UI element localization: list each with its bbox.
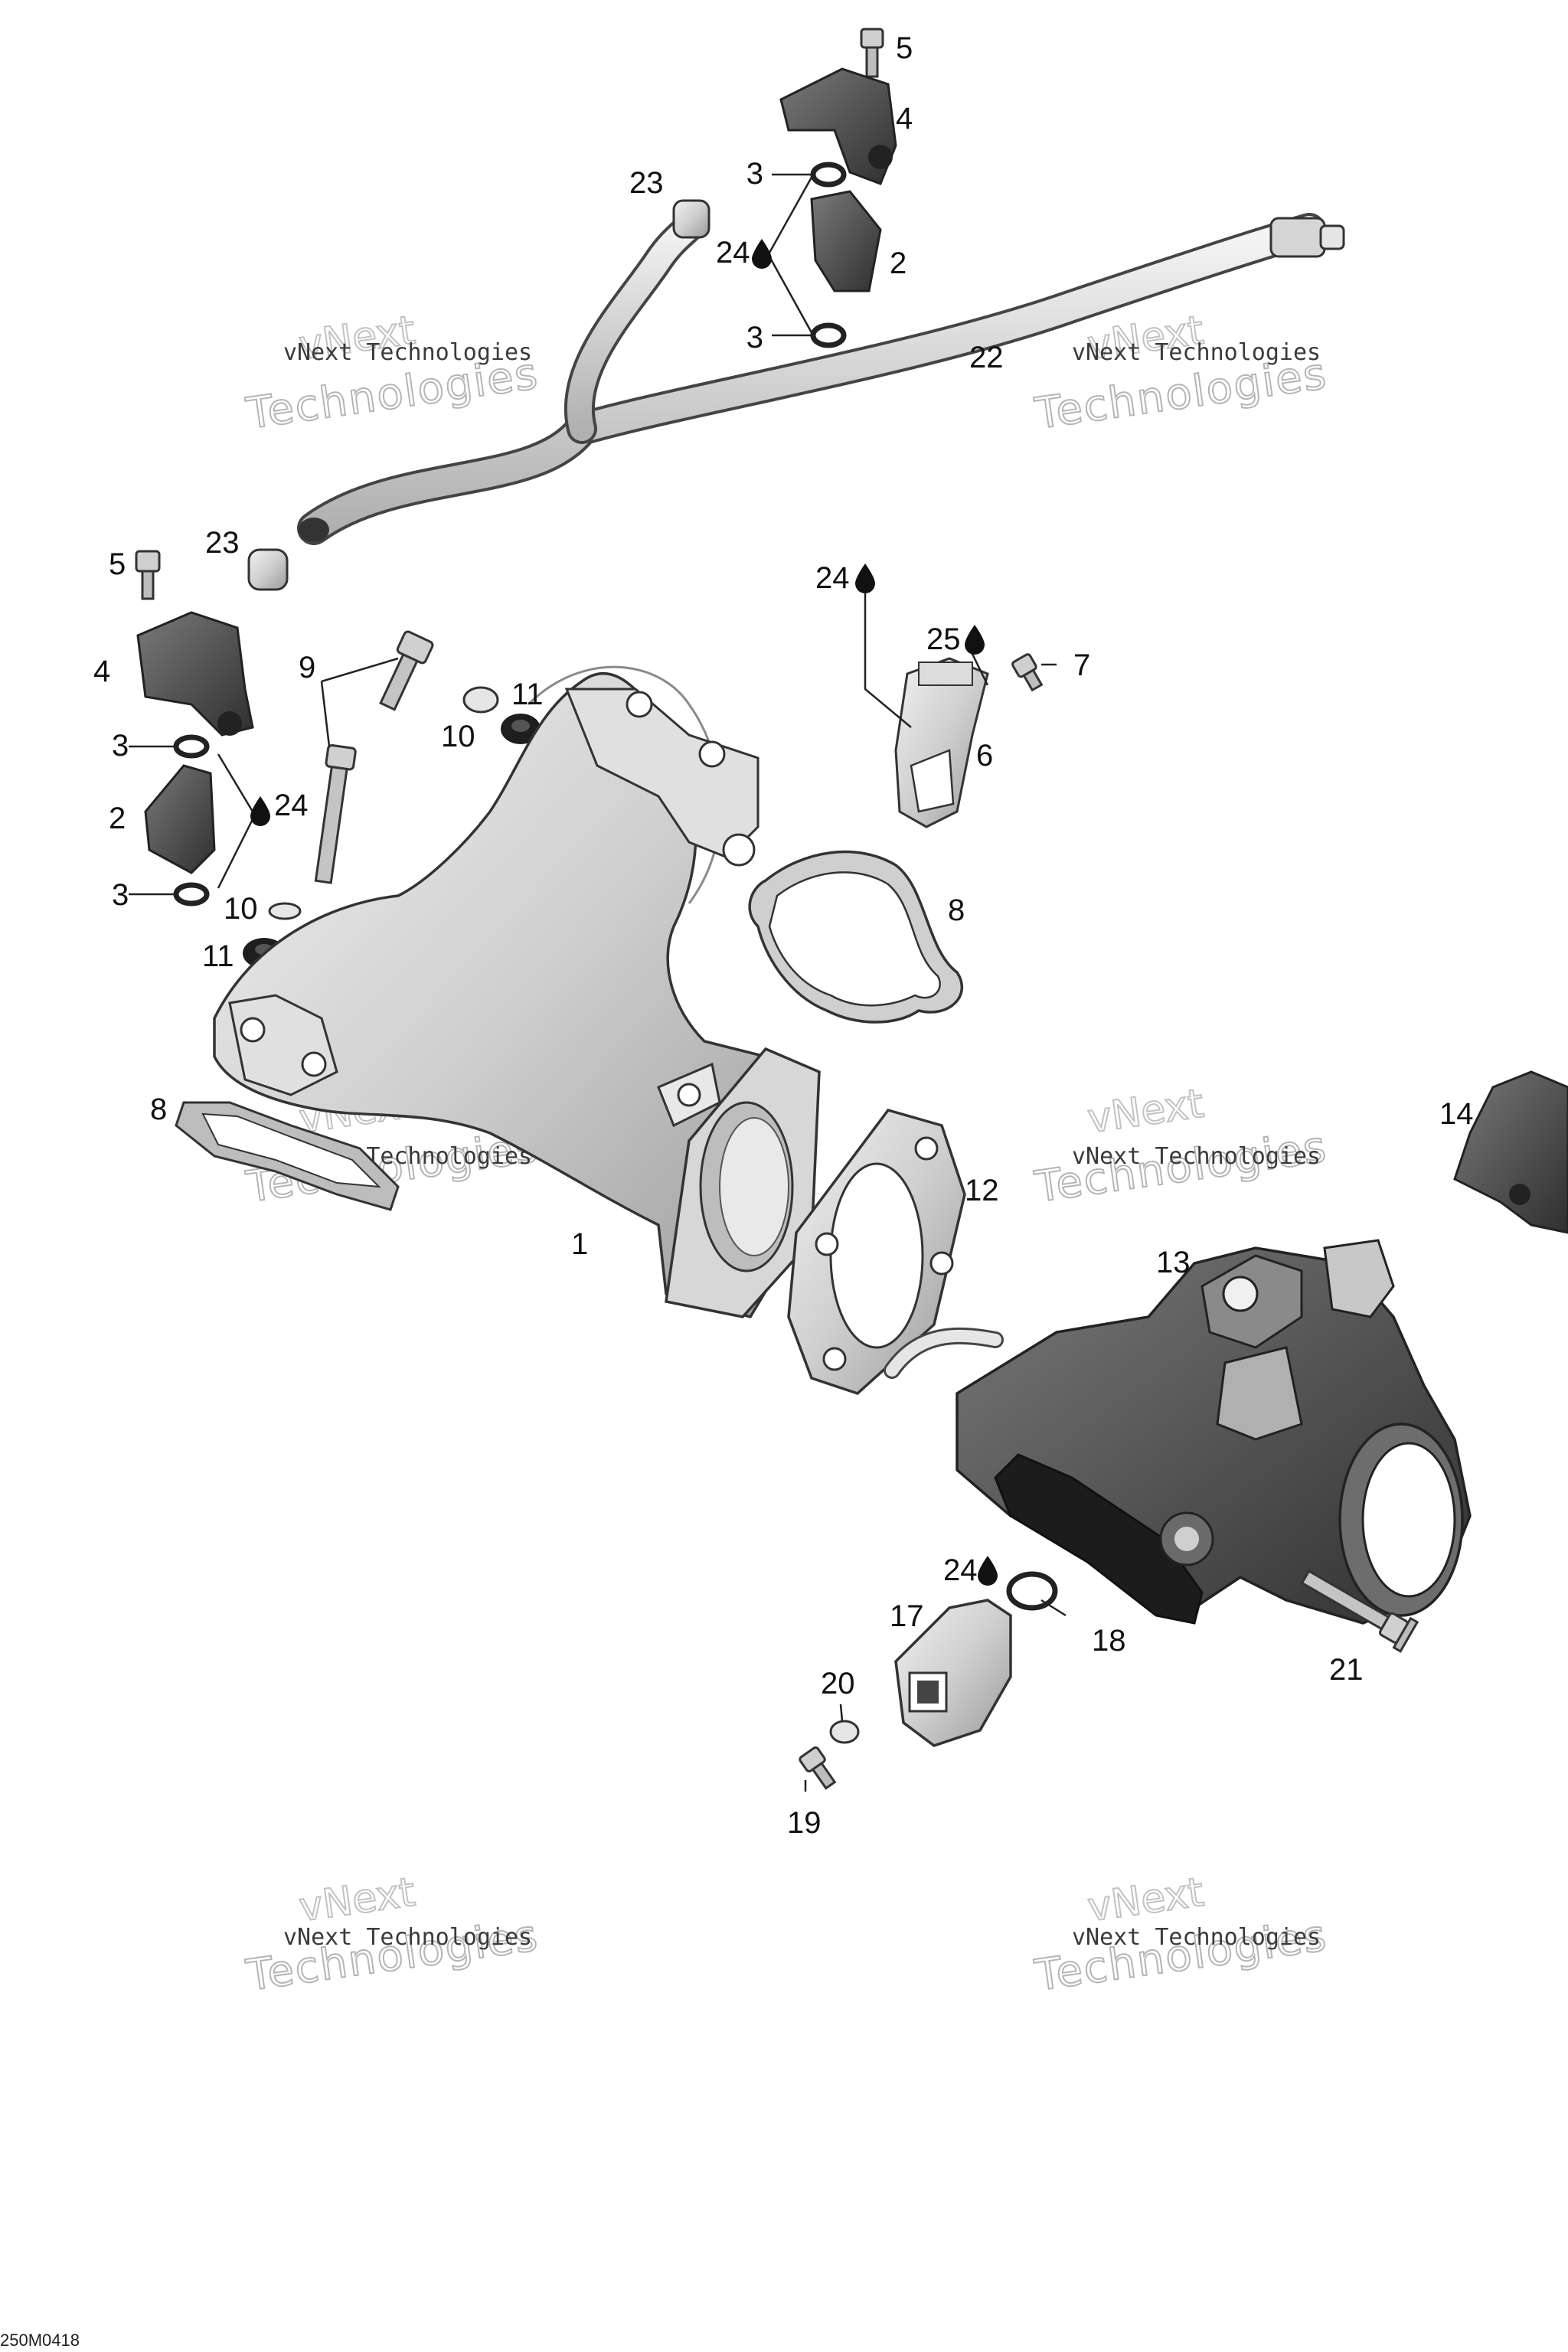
callout-3: 3 (746, 157, 763, 191)
callout-10: 10 (441, 720, 475, 753)
idle-valve-17 (894, 1599, 1012, 1747)
callout-4: 4 (896, 102, 913, 136)
callout-23: 23 (205, 526, 240, 560)
sensor-housing-4-top (779, 67, 897, 185)
callout-2: 2 (890, 247, 906, 280)
callout-3: 3 (112, 878, 129, 912)
callout-24: 24 (716, 236, 750, 270)
liquid-drop-icon (250, 796, 270, 826)
callout-12: 12 (965, 1174, 999, 1207)
grommet-11-upper (501, 714, 541, 744)
watermark-text: vNext Technologies (1072, 1143, 1321, 1170)
screw-7 (1011, 653, 1044, 692)
callout-6: 6 (976, 739, 993, 773)
intake-manifold-1 (213, 665, 821, 1319)
washer-20 (829, 1720, 860, 1744)
callout-8: 8 (150, 1093, 167, 1126)
watermark-mid-right: vNext Technologies (1031, 1080, 1331, 1214)
o-ring-18 (1006, 1571, 1058, 1611)
liquid-drop-icon (965, 625, 985, 655)
svg-text:vNext: vNext (1085, 1081, 1207, 1143)
callout-24: 24 (274, 789, 309, 822)
svg-text:vNext: vNext (296, 1870, 418, 1932)
callout-23: 23 (629, 166, 664, 200)
callout-22: 22 (969, 341, 1004, 374)
o-ring-3-lower-left (173, 882, 210, 906)
callout-17: 17 (890, 1599, 924, 1633)
throttle-body-13 (884, 1239, 1472, 1625)
svg-text:vNext: vNext (1085, 1870, 1207, 1932)
bolt-21 (1300, 1569, 1419, 1653)
bolt-5-top (860, 28, 884, 78)
callout-1: 1 (571, 1227, 588, 1261)
bolt-9-long (314, 743, 357, 884)
sensor-14 (1453, 1070, 1568, 1234)
sensor-2-left (144, 764, 216, 874)
callout-labels: 5 4 3 23 24 2 3 22 5 23 4 3 2 24 3 9 11 … (93, 31, 1474, 1840)
callout-3: 3 (746, 321, 763, 354)
callout-5: 5 (896, 31, 913, 65)
callout-5: 5 (109, 547, 126, 581)
bolt-5-left (135, 550, 161, 600)
leader-lines (129, 173, 1067, 1792)
callout-20: 20 (821, 1667, 855, 1700)
liquid-drop-icon (855, 564, 875, 593)
callout-24: 24 (943, 1553, 978, 1587)
callout-10: 10 (224, 892, 258, 926)
watermark-text: vNext Technologies (283, 1924, 532, 1951)
washer-10-lower (268, 902, 302, 920)
sensor-housing-4-left (136, 611, 254, 737)
gasket-8-right (748, 850, 963, 1024)
callout-18: 18 (1092, 1624, 1126, 1658)
callout-11: 11 (511, 678, 544, 711)
callout-19: 19 (787, 1806, 822, 1840)
liquid-drop-icon (978, 1556, 998, 1586)
callout-25: 25 (926, 622, 961, 656)
reference-code: 250M0418 (0, 2331, 80, 2350)
callout-2: 2 (109, 802, 126, 835)
gasket-8-left (175, 1101, 400, 1211)
callout-11: 11 (202, 939, 234, 973)
callout-21: 21 (1329, 1653, 1364, 1687)
callout-24: 24 (815, 561, 850, 595)
watermark-text: vNext Technologies (283, 339, 532, 366)
sensor-2-top (810, 190, 882, 292)
liquid-drop-icon (752, 239, 772, 269)
bolt-9-short (379, 630, 434, 711)
callout-3: 3 (112, 729, 129, 763)
washer-10-upper (462, 686, 499, 714)
callout-14: 14 (1439, 1097, 1474, 1131)
watermark-text: vNext Technologies (1072, 339, 1321, 366)
o-ring-3-upper-left (173, 734, 210, 759)
screw-19 (799, 1746, 837, 1790)
sensor-6 (894, 657, 989, 828)
gasket-12 (787, 1108, 966, 1395)
o-ring-3-upper-top (810, 162, 847, 188)
o-ring-3-lower-top (810, 322, 847, 348)
hose-clamp-23-left (247, 548, 289, 591)
watermark-text: vNext Technologies (1072, 1924, 1321, 1951)
callout-4: 4 (93, 655, 110, 688)
callout-8: 8 (948, 893, 965, 927)
hose-clamp-23-top (672, 199, 710, 239)
callout-7: 7 (1073, 648, 1090, 682)
callout-9: 9 (299, 651, 315, 684)
callout-13: 13 (1156, 1246, 1191, 1279)
